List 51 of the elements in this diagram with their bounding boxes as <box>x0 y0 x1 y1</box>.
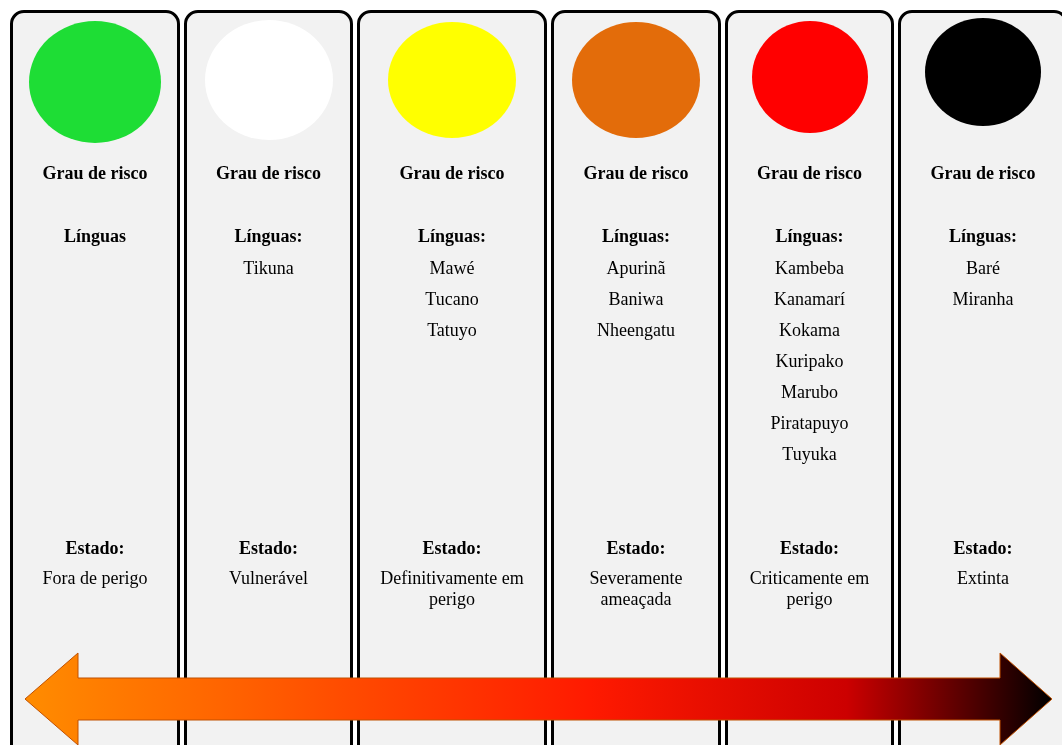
language-name: Kokama <box>779 320 840 341</box>
risk-level-column <box>357 10 547 745</box>
status-heading: Estado: <box>239 538 298 559</box>
language-name: Nheengatu <box>597 320 675 341</box>
language-name: Piratapuyo <box>770 413 849 434</box>
languages-heading: Línguas: <box>602 226 670 247</box>
risk-heading: Grau de risco <box>399 163 505 184</box>
status-heading: Estado: <box>422 538 482 559</box>
language-name: Miranha <box>952 289 1014 310</box>
languages-heading: Línguas: <box>775 226 844 247</box>
risk-level-column <box>551 10 721 745</box>
language-name: Marubo <box>781 382 838 403</box>
risk-level-column <box>725 10 894 745</box>
languages-heading: Línguas: <box>234 226 303 247</box>
language-name: Tikuna <box>243 258 294 279</box>
risk-heading: Grau de risco <box>42 163 148 184</box>
status-text: Extinta <box>957 568 1009 589</box>
language-name: Baniwa <box>608 289 664 310</box>
language-name: Tatuyo <box>427 320 477 341</box>
risk-color-circle <box>751 21 868 133</box>
risk-level-column <box>898 10 1062 745</box>
language-name: Tucano <box>425 289 479 310</box>
status-heading: Estado: <box>606 538 666 559</box>
risk-color-circle <box>388 22 516 138</box>
status-text: Severamente ameaçada <box>588 568 684 610</box>
risk-heading: Grau de risco <box>216 163 321 184</box>
languages-heading: Línguas <box>63 226 126 247</box>
status-text: Criticamente em perigo <box>748 568 871 610</box>
status-heading: Estado: <box>953 538 1013 559</box>
risk-color-circle <box>925 18 1041 126</box>
status-text: Fora de perigo <box>42 568 148 589</box>
risk-heading: Grau de risco <box>757 163 862 184</box>
language-name: Tuyuka <box>782 444 837 465</box>
languages-heading: Línguas: <box>418 226 486 247</box>
language-name: Kanamarí <box>774 289 845 310</box>
languages-heading: Línguas: <box>949 226 1017 247</box>
language-name: Mawé <box>429 258 475 279</box>
risk-color-circle <box>572 22 700 138</box>
status-heading: Estado: <box>65 538 125 559</box>
risk-level-column <box>10 10 180 745</box>
risk-color-circle <box>29 21 161 143</box>
risk-heading: Grau de risco <box>930 163 1036 184</box>
risk-level-column <box>184 10 353 745</box>
language-name: Baré <box>966 258 1000 279</box>
language-name: Kuripako <box>775 351 844 372</box>
status-text: Vulnerável <box>229 568 308 589</box>
risk-heading: Grau de risco <box>583 163 689 184</box>
status-text: Definitivamente em perigo <box>379 568 525 610</box>
status-heading: Estado: <box>780 538 839 559</box>
language-name: Apurinã <box>606 258 666 279</box>
language-name: Kambeba <box>775 258 844 279</box>
